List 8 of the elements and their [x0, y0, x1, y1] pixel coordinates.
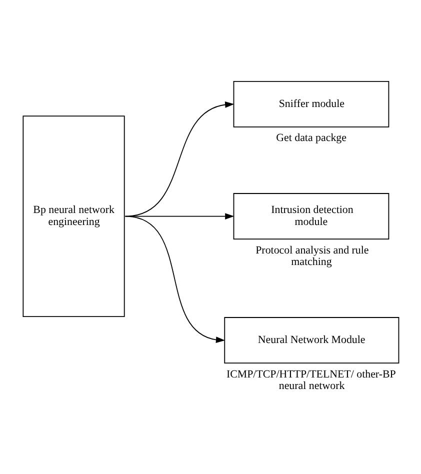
node-box: Intrusion detection module	[233, 192, 390, 240]
arrow	[124, 215, 226, 342]
node-box: Bp neural network engineering	[22, 115, 125, 317]
node-label: ICMP/TCP/HTTP/TELNET/ other-BP neural network	[226, 368, 396, 392]
node-box: Sniffer module	[233, 80, 390, 127]
node-label: Protocol analysis and rule matching	[256, 244, 369, 268]
node-label: Get data packge	[276, 132, 346, 144]
node-box: Neural Network Module	[224, 316, 400, 364]
